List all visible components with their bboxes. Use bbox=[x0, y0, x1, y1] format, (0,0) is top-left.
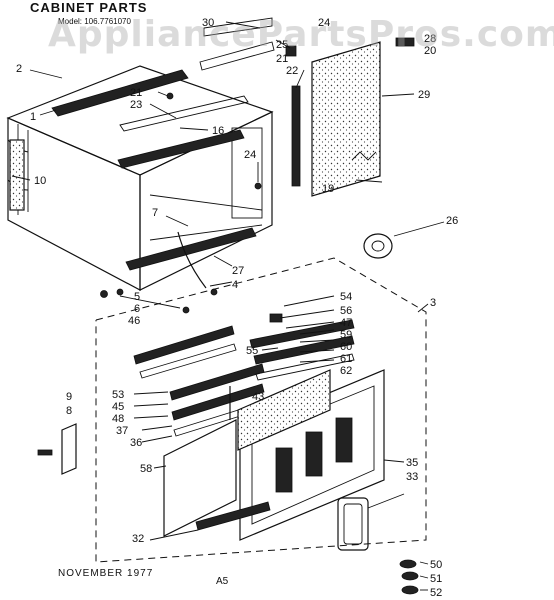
side-grille bbox=[9, 139, 25, 211]
callout-6: 6 bbox=[134, 303, 140, 315]
callout-36: 36 bbox=[130, 437, 142, 449]
callout-5: 5 bbox=[134, 291, 140, 303]
front-grille bbox=[239, 369, 385, 541]
callout-53: 53 bbox=[112, 389, 124, 401]
callout-4: 4 bbox=[232, 279, 238, 291]
callout-21-left: 21 bbox=[130, 87, 142, 99]
callout-22: 22 bbox=[286, 65, 298, 77]
callout-20: 20 bbox=[424, 45, 436, 57]
callout-1: 1 bbox=[30, 111, 36, 123]
callout-61: 61 bbox=[340, 353, 352, 365]
callout-59: 59 bbox=[340, 329, 352, 341]
callout-10: 10 bbox=[34, 175, 46, 187]
footer-date: NOVEMBER 1977 bbox=[58, 568, 154, 579]
callout-9: 9 bbox=[66, 391, 72, 403]
callout-35: 35 bbox=[406, 457, 418, 469]
footer-code: A5 bbox=[216, 576, 229, 587]
callout-60: 60 bbox=[340, 341, 352, 353]
callout-24-top: 24 bbox=[318, 17, 330, 29]
callout-30: 30 bbox=[202, 17, 214, 29]
callout-50: 50 bbox=[430, 559, 442, 571]
callout-2: 2 bbox=[16, 63, 22, 75]
callout-23: 23 bbox=[130, 99, 142, 111]
callout-16: 16 bbox=[212, 125, 224, 137]
callout-21-right: 21 bbox=[276, 53, 288, 65]
callout-19: 19 bbox=[322, 183, 334, 195]
callout-28: 28 bbox=[424, 33, 436, 45]
side-bracket bbox=[37, 423, 77, 475]
callout-46: 46 bbox=[128, 315, 140, 327]
callout-26: 26 bbox=[446, 215, 458, 227]
callout-33: 33 bbox=[406, 471, 418, 483]
top-rails bbox=[51, 17, 275, 169]
callout-3: 3 bbox=[430, 297, 436, 309]
callout-37: 37 bbox=[116, 425, 128, 437]
callout-48: 48 bbox=[112, 413, 124, 425]
watermark-logo: AppliancePartsPros.com bbox=[48, 14, 554, 55]
callout-27: 27 bbox=[232, 265, 244, 277]
base-rail bbox=[195, 501, 271, 531]
mounting-clip bbox=[363, 233, 393, 259]
vertical-rail bbox=[291, 85, 301, 187]
filter-door bbox=[337, 497, 369, 551]
callout-56: 56 bbox=[340, 305, 352, 317]
side-frame bbox=[163, 369, 331, 537]
callout-52: 52 bbox=[430, 587, 442, 599]
callout-25: 25 bbox=[276, 39, 288, 51]
leader-lines bbox=[11, 21, 445, 591]
callout-29: 29 bbox=[418, 89, 430, 101]
callout-43: 43 bbox=[252, 391, 264, 403]
callout-8: 8 bbox=[66, 405, 72, 417]
callout-58: 58 bbox=[140, 463, 152, 475]
model-number: Model: 106.7761070 bbox=[58, 17, 131, 26]
callout-62: 62 bbox=[340, 365, 352, 377]
callout-45: 45 bbox=[112, 401, 124, 413]
callout-55: 55 bbox=[246, 345, 258, 357]
front-assembly-boundary bbox=[95, 257, 427, 563]
filter-panel bbox=[311, 41, 381, 197]
callout-47: 47 bbox=[340, 317, 352, 329]
control-knobs bbox=[399, 559, 419, 595]
callout-labels: 2 1 30 24 25 21 22 28 20 21 23 16 29 10 … bbox=[16, 17, 458, 599]
callout-24-side: 24 bbox=[244, 149, 256, 161]
callout-51: 51 bbox=[430, 573, 442, 585]
page-title: CABINET PARTS bbox=[30, 0, 148, 15]
callout-7: 7 bbox=[152, 207, 158, 219]
callout-54: 54 bbox=[340, 291, 352, 303]
bottom-rail bbox=[125, 227, 257, 289]
callout-32: 32 bbox=[132, 533, 144, 545]
